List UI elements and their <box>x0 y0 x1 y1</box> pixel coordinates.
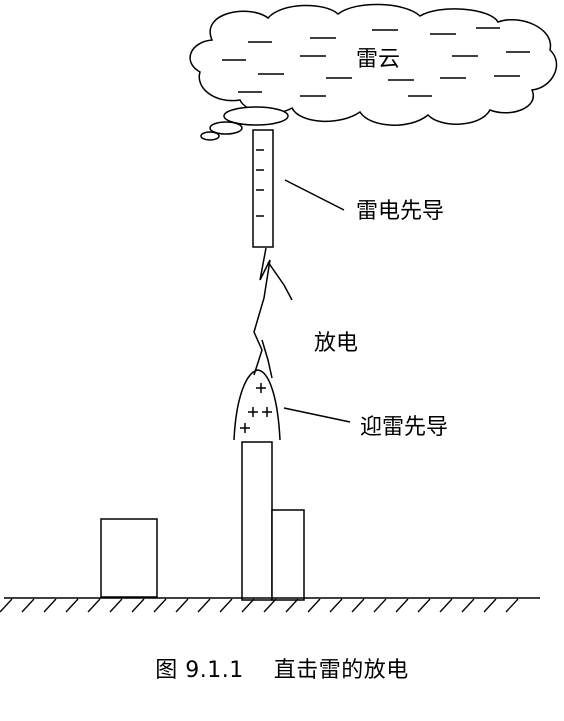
hatch-mark <box>351 598 365 613</box>
cloud-puff-tiny <box>200 131 220 141</box>
discharge-branch-2 <box>261 339 273 379</box>
figure-title: 直击雷的放电 <box>273 658 409 683</box>
hatch-mark <box>65 598 79 613</box>
discharge-path <box>253 247 271 376</box>
cloud-label: 雷云 <box>356 47 400 72</box>
upward-leader-label: 迎雷先导 <box>360 415 448 440</box>
hatch-mark <box>241 598 255 613</box>
leader-label: 雷电先导 <box>356 199 444 224</box>
cloud-charge-dashes <box>222 27 530 97</box>
hatch-mark <box>439 598 453 613</box>
hatch-mark <box>373 598 387 613</box>
small-building <box>100 518 158 598</box>
hatch-mark <box>505 598 519 613</box>
upward-leader-positive-charges <box>240 383 272 433</box>
hatch-mark <box>285 598 299 613</box>
hatch-mark <box>87 598 101 613</box>
lightning-leader-column <box>252 129 274 248</box>
hatch-mark <box>417 598 431 613</box>
leader-pointer-line <box>284 179 345 211</box>
hatch-mark <box>43 598 57 613</box>
hatch-mark <box>395 598 409 613</box>
ground-hatching <box>0 598 519 613</box>
medium-building <box>271 509 305 601</box>
figure-caption: 图 9.1.1 直击雷的放电 <box>0 652 564 684</box>
discharge-label: 放电 <box>314 331 358 356</box>
hatch-mark <box>131 598 145 613</box>
hatch-mark <box>175 598 189 613</box>
hatch-mark <box>329 598 343 613</box>
hatch-mark <box>461 598 475 613</box>
hatch-mark <box>307 598 321 613</box>
cloud-puff-small <box>209 121 243 135</box>
hatch-mark <box>219 598 233 613</box>
tall-building <box>241 441 273 601</box>
hatch-mark <box>263 598 277 613</box>
leader-negative-charges <box>256 149 264 217</box>
hatch-mark <box>0 598 13 613</box>
hatch-mark <box>109 598 123 613</box>
upward-leader-arc <box>233 369 281 441</box>
discharge-branch <box>267 261 293 301</box>
upward-leader-pointer-line <box>283 407 351 423</box>
hatch-mark <box>197 598 211 613</box>
hatch-mark <box>153 598 167 613</box>
hatch-mark <box>21 598 35 613</box>
figure-number: 图 9.1.1 <box>155 658 244 683</box>
cloud-puff <box>223 106 289 126</box>
hatch-mark <box>483 598 497 613</box>
